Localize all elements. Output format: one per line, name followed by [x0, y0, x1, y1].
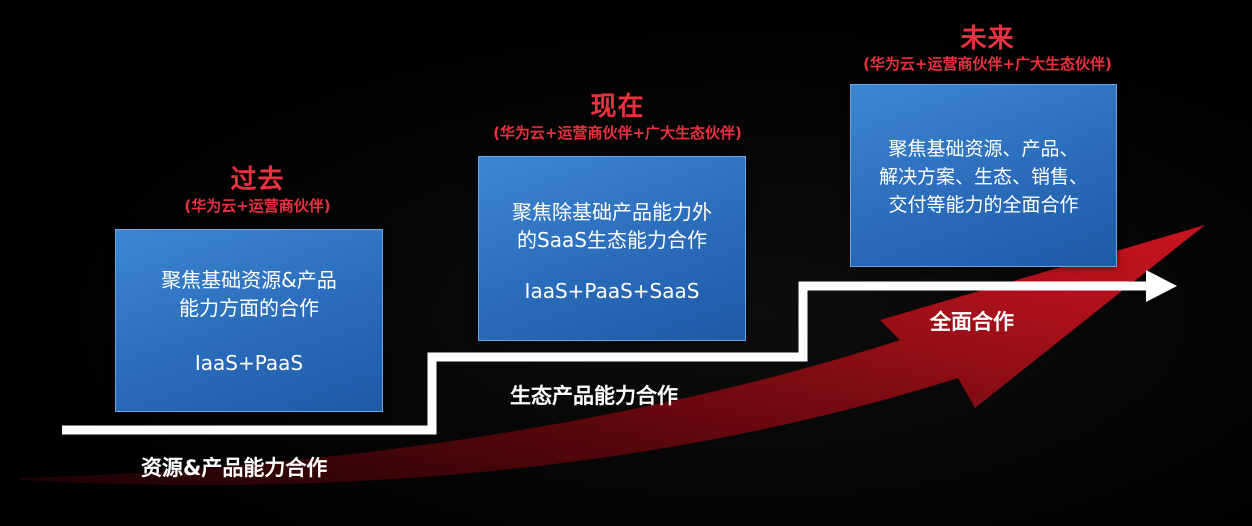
phase-present-title: 现在: [590, 92, 645, 122]
phase-future-title: 未来: [960, 24, 1015, 54]
phase-future-box: 聚焦基础资源、产品、 解决方案、生态、销售、 交付等能力的全面合作: [850, 84, 1117, 267]
phase-past-formula: IaaS+PaaS: [194, 351, 304, 375]
phase-future-step-label: 全面合作: [930, 310, 1014, 334]
phase-future-subtitle: (华为云+运营商伙伴+广大生态伙伴): [863, 55, 1112, 73]
phase-present-description: 聚焦除基础产品能力外 的SaaS生态能力合作: [512, 200, 712, 252]
phase-present-box: 聚焦除基础产品能力外 的SaaS生态能力合作 IaaS+PaaS+SaaS: [478, 156, 746, 341]
phase-future-description: 聚焦基础资源、产品、 解决方案、生态、销售、 交付等能力的全面合作: [878, 138, 1088, 216]
phase-past-title: 过去: [230, 165, 285, 195]
phase-present-subtitle: (华为云+运营商伙伴+广大生态伙伴): [493, 124, 742, 142]
phase-past-step-label: 资源&产品能力合作: [141, 456, 328, 480]
phase-past-description: 聚焦基础资源&产品 能力方面的合作: [161, 268, 337, 320]
white-step-line-icon: [62, 281, 1150, 435]
phase-past-subtitle: (华为云+运营商伙伴): [184, 197, 331, 215]
phase-present-formula: IaaS+PaaS+SaaS: [524, 279, 700, 303]
red-growth-arrow-icon: [20, 225, 1205, 486]
white-arrowhead-icon: [1146, 270, 1177, 302]
phase-present-step-label: 生态产品能力合作: [510, 384, 678, 408]
phase-past-box: 聚焦基础资源&产品 能力方面的合作 IaaS+PaaS: [115, 229, 383, 412]
